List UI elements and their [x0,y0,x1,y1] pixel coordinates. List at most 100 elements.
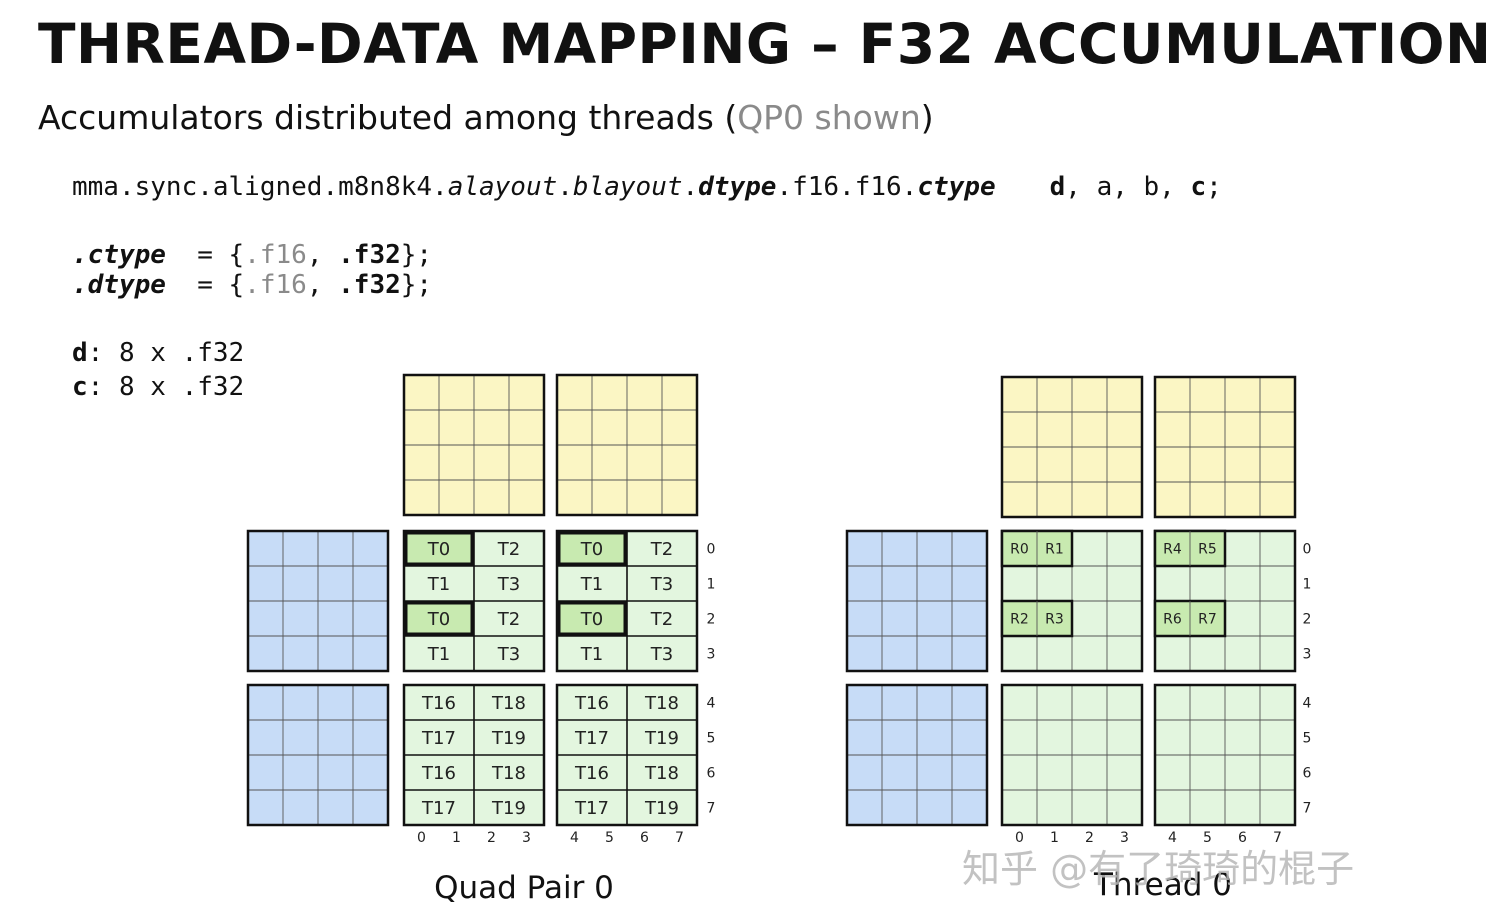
ctype-opt-f32: .f32 [338,240,401,270]
dtype-end: }; [400,270,433,300]
qp-row-label: 7 [707,801,716,817]
thread-label: T19 [644,728,679,749]
qp-acc-top-left-highlight-cell [404,531,474,566]
thread-label: T1 [580,644,603,665]
t0-b-tile-left-border [1000,375,1144,519]
thread-label: T18 [644,763,679,784]
thread-label: T18 [644,693,679,714]
qp-col-label: 7 [675,830,684,846]
thread-label: T0 [580,609,603,630]
qp-acc-top-left-highlight-cell [404,601,474,636]
qp-acc-top-right-border [555,529,699,673]
semicolon: ; [1206,172,1222,202]
t0-row-label: 5 [1303,731,1312,747]
qp-row-label: 5 [707,731,716,747]
qp-row-label: 3 [707,647,716,663]
qp-b-tile-right-border [555,373,699,517]
thread-label: T0 [427,539,450,560]
subtitle: Accumulators distributed among threads (… [38,98,934,137]
arg-c: c [1190,172,1207,202]
thread-label: T19 [491,728,526,749]
qp-b-tile-right [555,373,699,517]
qp-col-label: 2 [487,830,496,846]
t0-acc-bottom-right [1153,683,1297,827]
thread-label: T0 [580,539,603,560]
t0-row-label: 1 [1303,577,1312,593]
ctype-name: .ctype [72,240,166,270]
thread-label: T16 [574,693,609,714]
qp-col-label: 3 [522,830,531,846]
t0-a-tile-top-border [845,529,989,673]
f16-types: .f16.f16. [776,172,918,202]
mma-prefix: mma.sync.aligned.m8n8k4. [72,172,448,202]
ctype-sep: , [306,240,339,270]
thread-label: T3 [650,574,673,595]
register-label: R3 [1045,612,1064,628]
t0-a-tile-top [845,529,989,673]
qp-col-label: 4 [570,830,579,846]
qp-acc-bottom-left-border [402,683,546,827]
args-ab: , a, b, [1065,172,1191,202]
qp-b-tile-left-border [402,373,546,517]
c-rest: : 8 x .f32 [87,372,245,402]
t0-acc-bottom-left-border [1000,683,1144,827]
qp-acc-top-left-border [402,529,546,673]
t0-col-label: 6 [1238,830,1247,846]
ctype-definition: .ctype = {.f16, .f32}; [72,240,432,270]
qp-caption: Quad Pair 0 [434,870,614,906]
thread-label: T18 [491,693,526,714]
thread-label: T17 [574,798,609,819]
thread-label: T1 [427,644,450,665]
register-label: R6 [1163,612,1182,628]
t0-a-tile-bottom [845,683,989,827]
ctype-end: }; [400,240,433,270]
qp-a-tile-bottom [246,683,390,827]
alayout-token: alayout [447,172,558,202]
qp-a-tile-top [246,529,390,673]
dtype-definition: .dtype = {.f16, .f32}; [72,270,432,300]
t0-b-tile-right-border [1153,375,1297,519]
thread-label: T16 [421,763,456,784]
t0-col-label: 2 [1085,830,1094,846]
qp-row-label: 1 [707,577,716,593]
d-name: d [72,338,88,368]
qp-b-tile-left [402,373,546,517]
dtype-token: dtype [698,172,777,202]
thread-label: T18 [491,763,526,784]
register-label: R5 [1198,542,1217,558]
qp-col-label: 0 [417,830,426,846]
mma-signature: mma.sync.aligned.m8n8k4.alayout.blayout.… [72,172,1222,202]
t0-b-tile-left [1000,375,1144,519]
thread-label: T3 [497,644,520,665]
watermark: 知乎 @有了琦琦的棍子 [962,847,1355,891]
thread-label: T2 [650,609,673,630]
dot-sep-1: . [557,172,573,202]
qp-acc-top-right-highlight-cell [557,601,627,636]
t0-col-label: 4 [1168,830,1177,846]
t0-col-label: 7 [1273,830,1282,846]
qp-acc-bottom-right-border [555,683,699,827]
register-label: R1 [1045,542,1064,558]
thread-label: T2 [497,539,520,560]
thread-label: T19 [644,798,679,819]
thread-label: T3 [497,574,520,595]
t0-row-label: 7 [1303,801,1312,817]
thread-label: T0 [427,609,450,630]
qp-acc-top-right-highlight-cell [557,531,627,566]
qp-col-label: 5 [605,830,614,846]
ctype-token: ctype [917,172,996,202]
t0-col-label: 1 [1050,830,1059,846]
qp-row-label: 6 [707,766,716,782]
qp-row-label: 2 [707,612,716,628]
c-name: c [72,372,88,402]
subtitle-close: ) [920,98,934,137]
thread-label: T1 [427,574,450,595]
t0-row-label: 6 [1303,766,1312,782]
thread-label: T17 [421,798,456,819]
